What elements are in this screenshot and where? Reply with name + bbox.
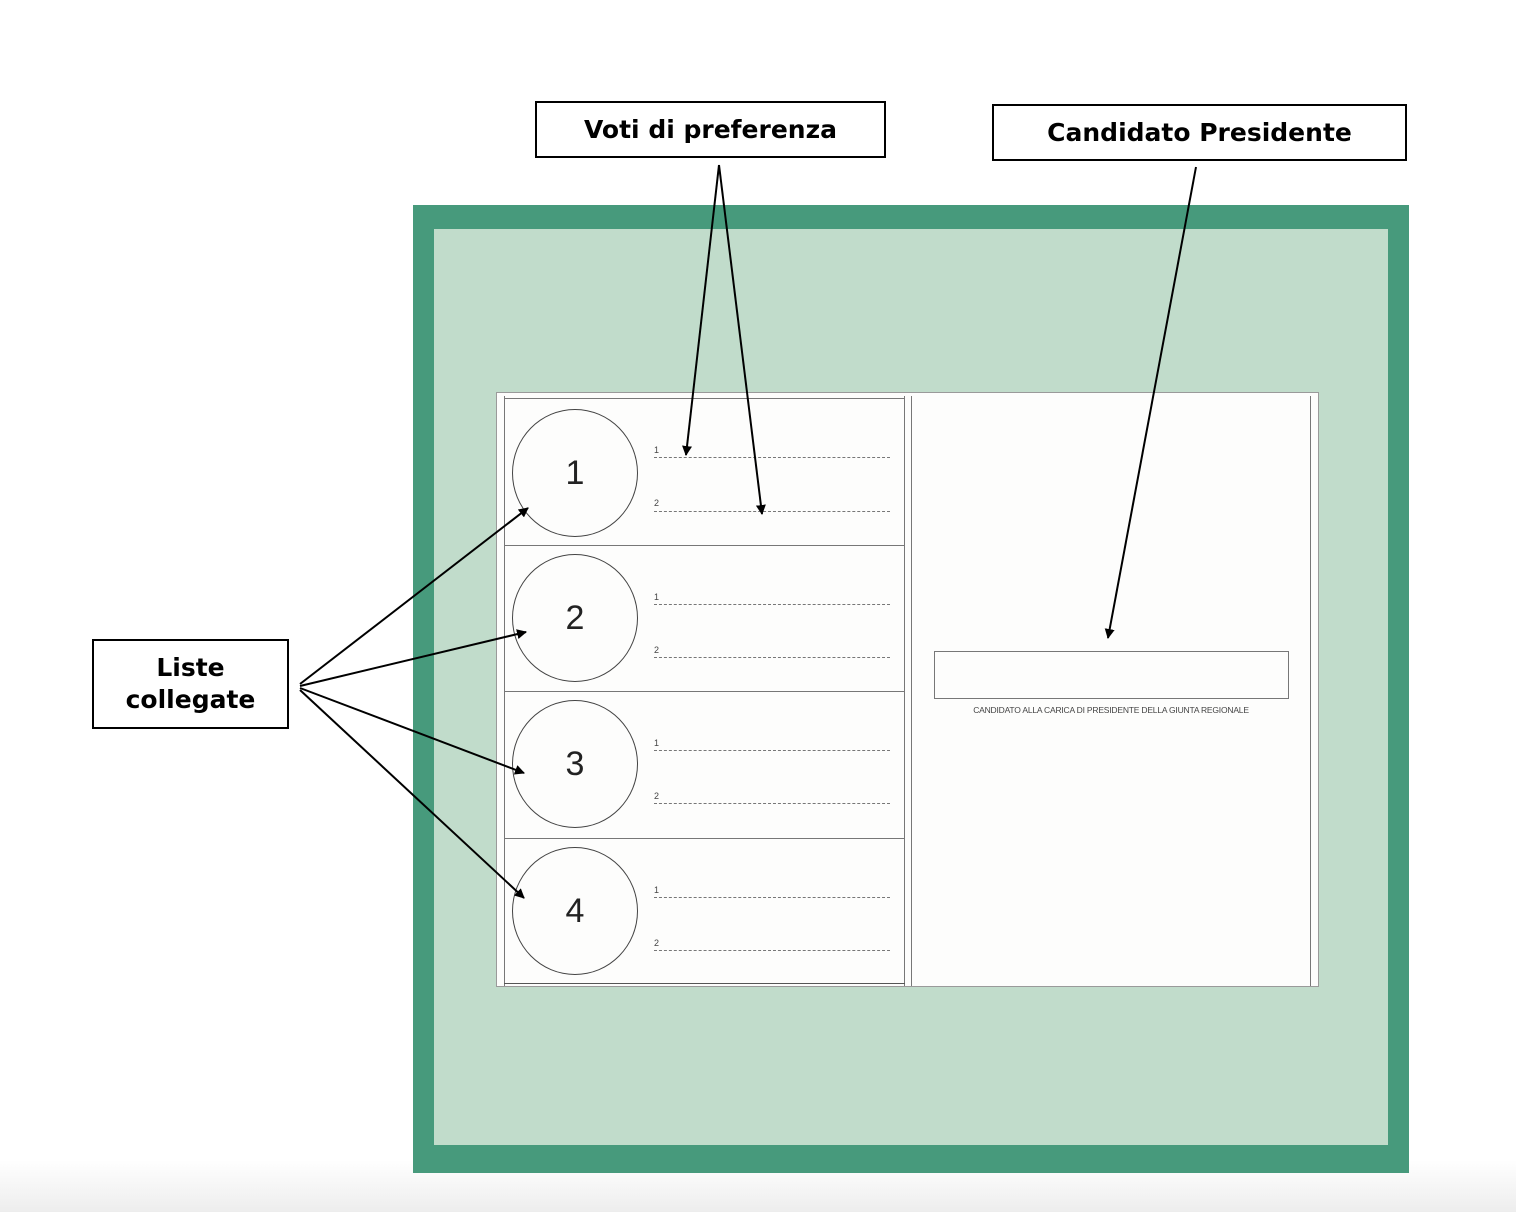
list-row: 1 1 2: [504, 398, 905, 544]
callout-linked-lists: Liste collegate: [92, 639, 289, 729]
callout-linked-lists-line1: Liste: [156, 653, 225, 682]
preference-line-1[interactable]: [654, 457, 890, 458]
preference-number: 1: [654, 738, 660, 748]
preference-number: 1: [654, 445, 660, 455]
preference-number: 2: [654, 938, 660, 948]
list-number: 3: [565, 744, 585, 783]
preference-line-1[interactable]: [654, 897, 890, 898]
callout-linked-lists-line2: collegate: [125, 685, 256, 714]
list-number: 4: [565, 891, 585, 930]
preference-line-2[interactable]: [654, 657, 890, 658]
list-symbol-circle[interactable]: 1: [512, 409, 638, 537]
preference-line-1[interactable]: [654, 604, 890, 605]
preference-number: 1: [654, 592, 660, 602]
list-symbol-circle[interactable]: 3: [512, 700, 638, 828]
preference-number: 2: [654, 645, 660, 655]
president-column: [911, 396, 1311, 986]
preference-number: 2: [654, 791, 660, 801]
callout-president-candidate: Candidato Presidente: [992, 104, 1407, 161]
preference-line-1[interactable]: [654, 750, 890, 751]
list-number: 1: [565, 453, 585, 492]
president-candidate-box[interactable]: [934, 651, 1289, 699]
preference-number: 1: [654, 885, 660, 895]
callout-preference-votes: Voti di preferenza: [535, 101, 886, 158]
preference-line-2[interactable]: [654, 803, 890, 804]
callout-preference-votes-label: Voti di preferenza: [583, 114, 838, 144]
callout-president-candidate-label: Candidato Presidente: [1047, 117, 1352, 147]
list-row: 3 1 2: [504, 691, 905, 837]
list-symbol-circle[interactable]: 2: [512, 554, 638, 682]
president-caption: CANDIDATO ALLA CARICA DI PRESIDENTE DELL…: [973, 705, 1249, 715]
preference-line-2[interactable]: [654, 511, 890, 512]
list-symbol-circle[interactable]: 4: [512, 847, 638, 975]
list-number: 2: [565, 598, 585, 637]
list-row: 2 1 2: [504, 545, 905, 691]
preference-line-2[interactable]: [654, 950, 890, 951]
list-row: 4 1 2: [504, 838, 905, 984]
preference-number: 2: [654, 498, 660, 508]
